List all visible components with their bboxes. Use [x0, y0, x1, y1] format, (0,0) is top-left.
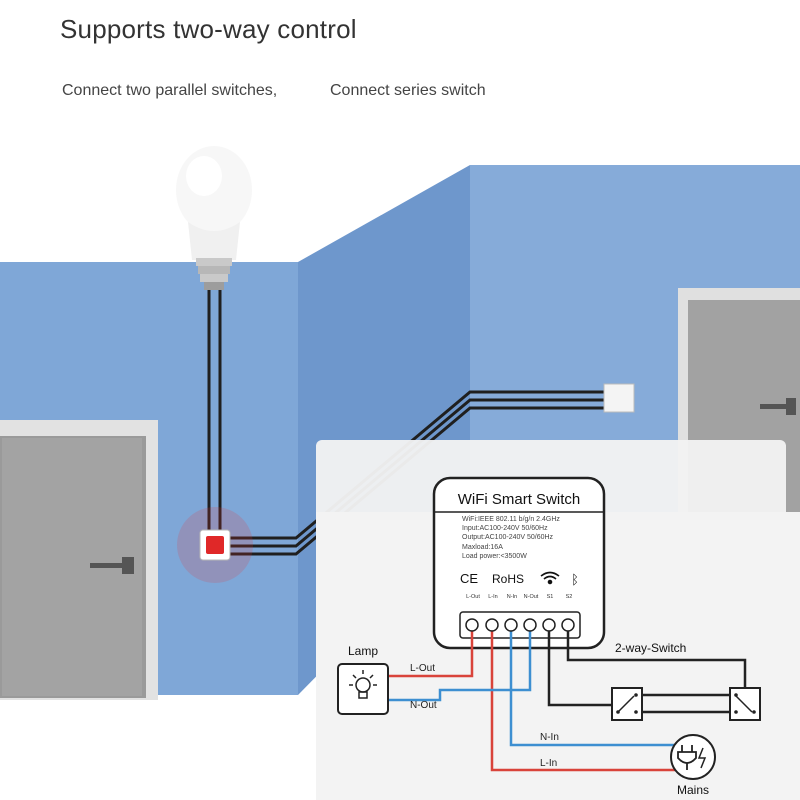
- door-handle-icon: [760, 404, 790, 409]
- wall-switch: [603, 383, 635, 413]
- spec-line: Load power:<3500W: [462, 553, 527, 560]
- terminal-label: N-Out: [524, 594, 539, 600]
- wifi-icon: [540, 571, 560, 585]
- spec-line: Maxload:16A: [462, 544, 503, 551]
- spec-line: WiFi:IEEE 802.11 b/g/n 2.4GHz: [462, 516, 560, 523]
- terminal-label: N-In: [507, 594, 517, 600]
- rohs-mark: RoHS: [492, 572, 524, 586]
- light-bulb-icon: [176, 146, 252, 290]
- bluetooth-icon: ᛒ: [571, 572, 579, 587]
- device-name: WiFi Smart Switch: [458, 491, 581, 508]
- mains-label: Mains: [677, 783, 709, 797]
- lamp-label: Lamp: [348, 644, 378, 658]
- page-title: Supports two-way control: [60, 14, 357, 44]
- two-way-switch-left: [611, 687, 643, 721]
- device-box: WiFi Smart Switch WiFi:IEEE 802.11 b/g/n…: [432, 476, 606, 650]
- spec-line: Input:AC100-240V 50/60Hz: [462, 525, 548, 532]
- smart-switch-indicator: [206, 536, 224, 554]
- ce-mark: CE: [460, 571, 478, 586]
- mains: Mains: [670, 734, 716, 797]
- subtitle-series: Connect series switch: [330, 82, 486, 99]
- terminal-label: L-In: [488, 594, 497, 600]
- terminal-screws: [465, 618, 575, 632]
- terminal-label: S2: [566, 594, 573, 600]
- l-in-label: L-In: [540, 758, 557, 769]
- left-door: [0, 420, 158, 700]
- lamp: Lamp: [337, 644, 389, 715]
- two-way-switch-right: [729, 687, 761, 721]
- spec-line: Output:AC100-240V 50/60Hz: [462, 534, 554, 541]
- terminal-label: L-Out: [466, 594, 480, 600]
- door-handle-icon: [90, 563, 126, 568]
- n-out-label: N-Out: [410, 700, 437, 711]
- subtitle-parallel: Connect two parallel switches,: [62, 82, 278, 99]
- ceiling-wires: [207, 290, 222, 535]
- l-out-label: L-Out: [410, 663, 435, 674]
- lamp-icon: [349, 670, 377, 699]
- terminal-label: S1: [547, 594, 554, 600]
- plug-icon: [677, 745, 707, 770]
- n-in-label: N-In: [540, 732, 559, 743]
- two-way-switch-label: 2-way-Switch: [615, 641, 686, 655]
- wiring-lines: [388, 622, 747, 772]
